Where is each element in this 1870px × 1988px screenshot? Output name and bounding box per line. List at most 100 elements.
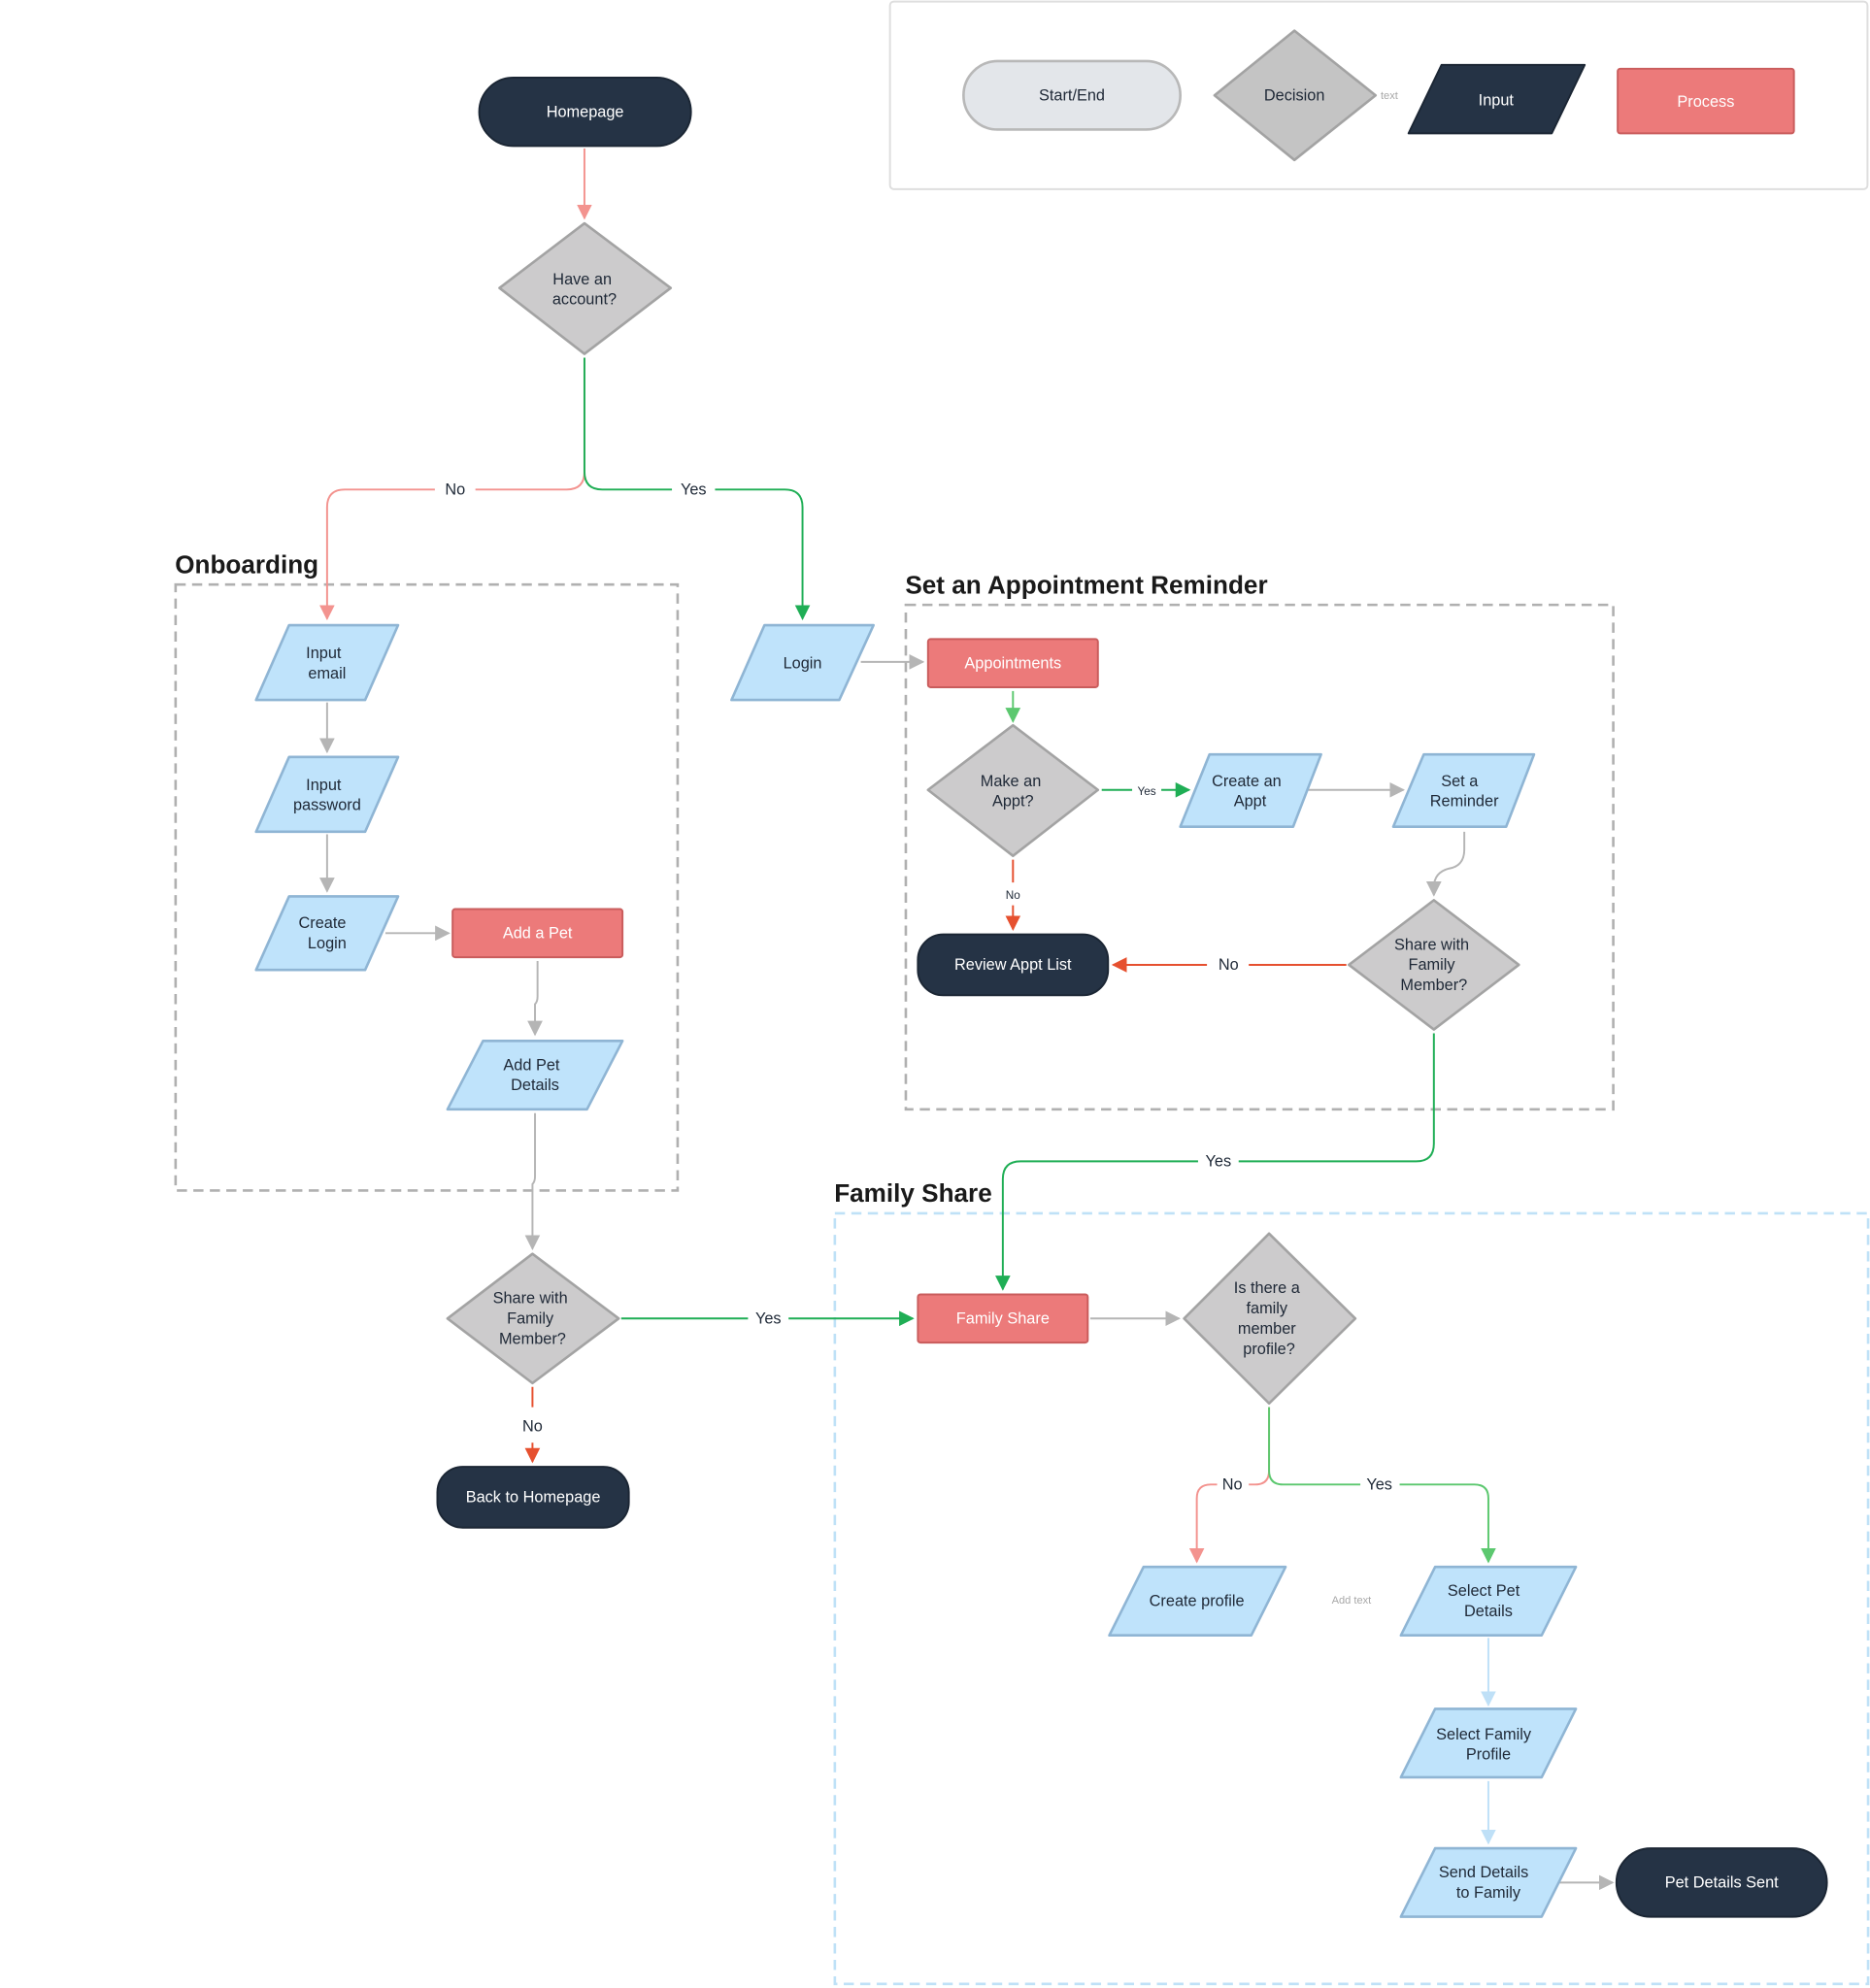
node-input-email-line2: email <box>308 665 346 682</box>
svg-text:Create Login: Create Login <box>299 914 351 952</box>
node-make-appt-line2: Appt? <box>992 793 1034 811</box>
edge-label-share2-yes: Yes <box>1206 1153 1232 1171</box>
node-create-login[interactable]: Create Login <box>254 895 400 972</box>
node-select-family-profile[interactable]: Select Family Profile <box>1399 1707 1578 1779</box>
node-family-share-label: Family Share <box>956 1309 1050 1327</box>
node-send-details[interactable]: Send Details to Family <box>1399 1846 1578 1918</box>
edge-label-make-appt-no: No <box>1006 889 1020 902</box>
legend-input[interactable]: Input <box>1407 63 1586 135</box>
node-add-a-pet[interactable]: Add a Pet <box>451 908 624 959</box>
node-select-pet-details[interactable]: Select Pet Details <box>1399 1565 1578 1638</box>
svg-text:Set a Reminder: Set a Reminder <box>1430 773 1499 811</box>
edge-label-account-no: No <box>445 481 465 499</box>
edge-add-pet-to-details[interactable] <box>527 961 543 1037</box>
node-review-appt-list-label: Review Appt List <box>954 956 1072 974</box>
node-is-family-profile-line1: Is there a <box>1234 1279 1301 1297</box>
node-share-family-1-line3: Member? <box>499 1330 566 1347</box>
svg-text:Select Family Profile: Select Family Profile <box>1436 1726 1535 1764</box>
node-back-to-homepage[interactable]: Back to Homepage <box>436 1466 630 1529</box>
node-share-family-1[interactable]: Share with Family Member? <box>446 1252 620 1385</box>
node-share-family-1-line1: Share with <box>493 1290 568 1308</box>
node-share-family-2[interactable]: Share with Family Member? <box>1348 899 1520 1031</box>
node-login-label: Login <box>784 654 822 672</box>
edge-account-yes[interactable] <box>583 357 803 619</box>
edge-share2-yes[interactable] <box>1003 1033 1435 1289</box>
edge-label-share2-no: No <box>1219 956 1239 974</box>
node-add-a-pet-label: Add a Pet <box>503 925 573 943</box>
svg-text:Send Details to Family: Send Details to Family <box>1439 1864 1533 1902</box>
edge-details-to-share1[interactable] <box>524 1112 541 1251</box>
edge-reminder-to-share2[interactable] <box>1425 831 1466 897</box>
node-input-email-line1: Input <box>306 645 342 662</box>
legend-process[interactable]: Process <box>1617 67 1795 135</box>
node-create-profile-label: Create profile <box>1150 1593 1245 1610</box>
node-add-pet-details-line1: Add Pet <box>503 1056 560 1074</box>
node-share-family-1-line2: Family <box>507 1309 554 1327</box>
legend-decision[interactable]: Decision text <box>1213 29 1398 162</box>
edge-label-share1-no: No <box>522 1417 543 1435</box>
svg-text:Input password: Input password <box>293 777 361 814</box>
node-appointments[interactable]: Appointments <box>926 638 1099 688</box>
node-create-login-line1: Create <box>299 914 347 932</box>
node-login[interactable]: Login <box>730 623 875 702</box>
svg-text:Select Pet Details: Select Pet Details <box>1448 1582 1524 1620</box>
edge-label-account-yes: Yes <box>681 481 707 499</box>
group-family-share: Family Share <box>833 1178 1870 1986</box>
group-family-share-title: Family Share <box>834 1178 992 1208</box>
node-set-reminder[interactable]: Set a Reminder <box>1391 752 1536 828</box>
svg-text:Is there a family: Is there a family member profile? <box>1234 1279 1305 1358</box>
group-onboarding: Onboarding <box>174 549 680 1192</box>
node-create-appt[interactable]: Create an Appt <box>1179 752 1322 828</box>
node-review-appt-list[interactable]: Review Appt List <box>917 933 1110 997</box>
node-select-family-profile-line1: Select Family <box>1436 1726 1532 1743</box>
node-have-account-line2: account? <box>552 291 617 309</box>
node-appointments-label: Appointments <box>964 654 1061 672</box>
edge-label-make-appt-yes: Yes <box>1137 785 1155 798</box>
node-input-password-line2: password <box>293 797 361 814</box>
node-select-pet-details-line1: Select Pet <box>1448 1582 1520 1600</box>
node-input-password-line1: Input <box>306 777 342 794</box>
node-make-appt[interactable]: Make an Appt? <box>926 723 1100 857</box>
edge-label-profile-yes: Yes <box>1366 1476 1392 1494</box>
node-add-pet-details[interactable]: Add Pet Details <box>446 1040 624 1111</box>
node-is-family-profile-line2: family <box>1246 1300 1287 1317</box>
legend-input-label: Input <box>1479 92 1515 110</box>
node-is-family-profile[interactable]: Is there a family member profile? <box>1183 1232 1357 1406</box>
node-have-account-line1: Have an <box>552 271 612 288</box>
node-share-family-2-line2: Family <box>1409 956 1456 974</box>
node-select-pet-details-line2: Details <box>1464 1603 1513 1620</box>
node-is-family-profile-line3: member <box>1238 1320 1296 1338</box>
edge-profile-yes[interactable] <box>1268 1407 1488 1562</box>
node-create-profile[interactable]: Create profile <box>1108 1565 1287 1638</box>
node-homepage[interactable]: Homepage <box>478 76 692 148</box>
legend-start-end[interactable]: Start/End <box>962 59 1182 131</box>
node-create-appt-line1: Create an <box>1212 773 1282 790</box>
node-family-share[interactable]: Family Share <box>917 1293 1089 1344</box>
node-pet-details-sent[interactable]: Pet Details Sent <box>1615 1847 1828 1918</box>
node-input-email[interactable]: Input email <box>254 623 400 702</box>
node-create-appt-line2: Appt <box>1234 793 1267 811</box>
node-is-family-profile-line4: profile? <box>1243 1341 1295 1358</box>
legend-decision-label: Decision <box>1264 86 1325 104</box>
node-set-reminder-line2: Reminder <box>1430 793 1499 811</box>
node-send-details-line1: Send Details <box>1439 1864 1529 1881</box>
group-appointment: Set an Appointment Reminder <box>904 570 1615 1111</box>
group-appointment-title: Set an Appointment Reminder <box>905 570 1267 599</box>
node-homepage-label: Homepage <box>547 103 624 120</box>
svg-text:Have an account?: Have an account? <box>552 271 617 309</box>
group-onboarding-title: Onboarding <box>175 549 318 579</box>
legend-panel: Start/End Decision text Input Process <box>888 0 1869 190</box>
legend-decision-ghost-text: text <box>1381 90 1398 102</box>
svg-text:Make an Appt?: Make an Appt? <box>981 773 1046 811</box>
node-add-pet-details-line2: Details <box>511 1077 559 1094</box>
ghost-add-text[interactable]: Add text <box>1332 1595 1372 1607</box>
node-make-appt-line1: Make an <box>981 773 1042 790</box>
svg-text:Share with Family: Share with Family Member? <box>493 1290 573 1348</box>
node-input-password[interactable]: Input password <box>254 755 400 834</box>
legend-start-end-label: Start/End <box>1039 86 1105 104</box>
svg-text:Input email: Input email <box>306 645 346 682</box>
node-have-account[interactable]: Have an account? <box>498 221 673 355</box>
node-share-family-2-line3: Member? <box>1400 977 1467 994</box>
edge-label-share1-yes: Yes <box>755 1309 782 1327</box>
